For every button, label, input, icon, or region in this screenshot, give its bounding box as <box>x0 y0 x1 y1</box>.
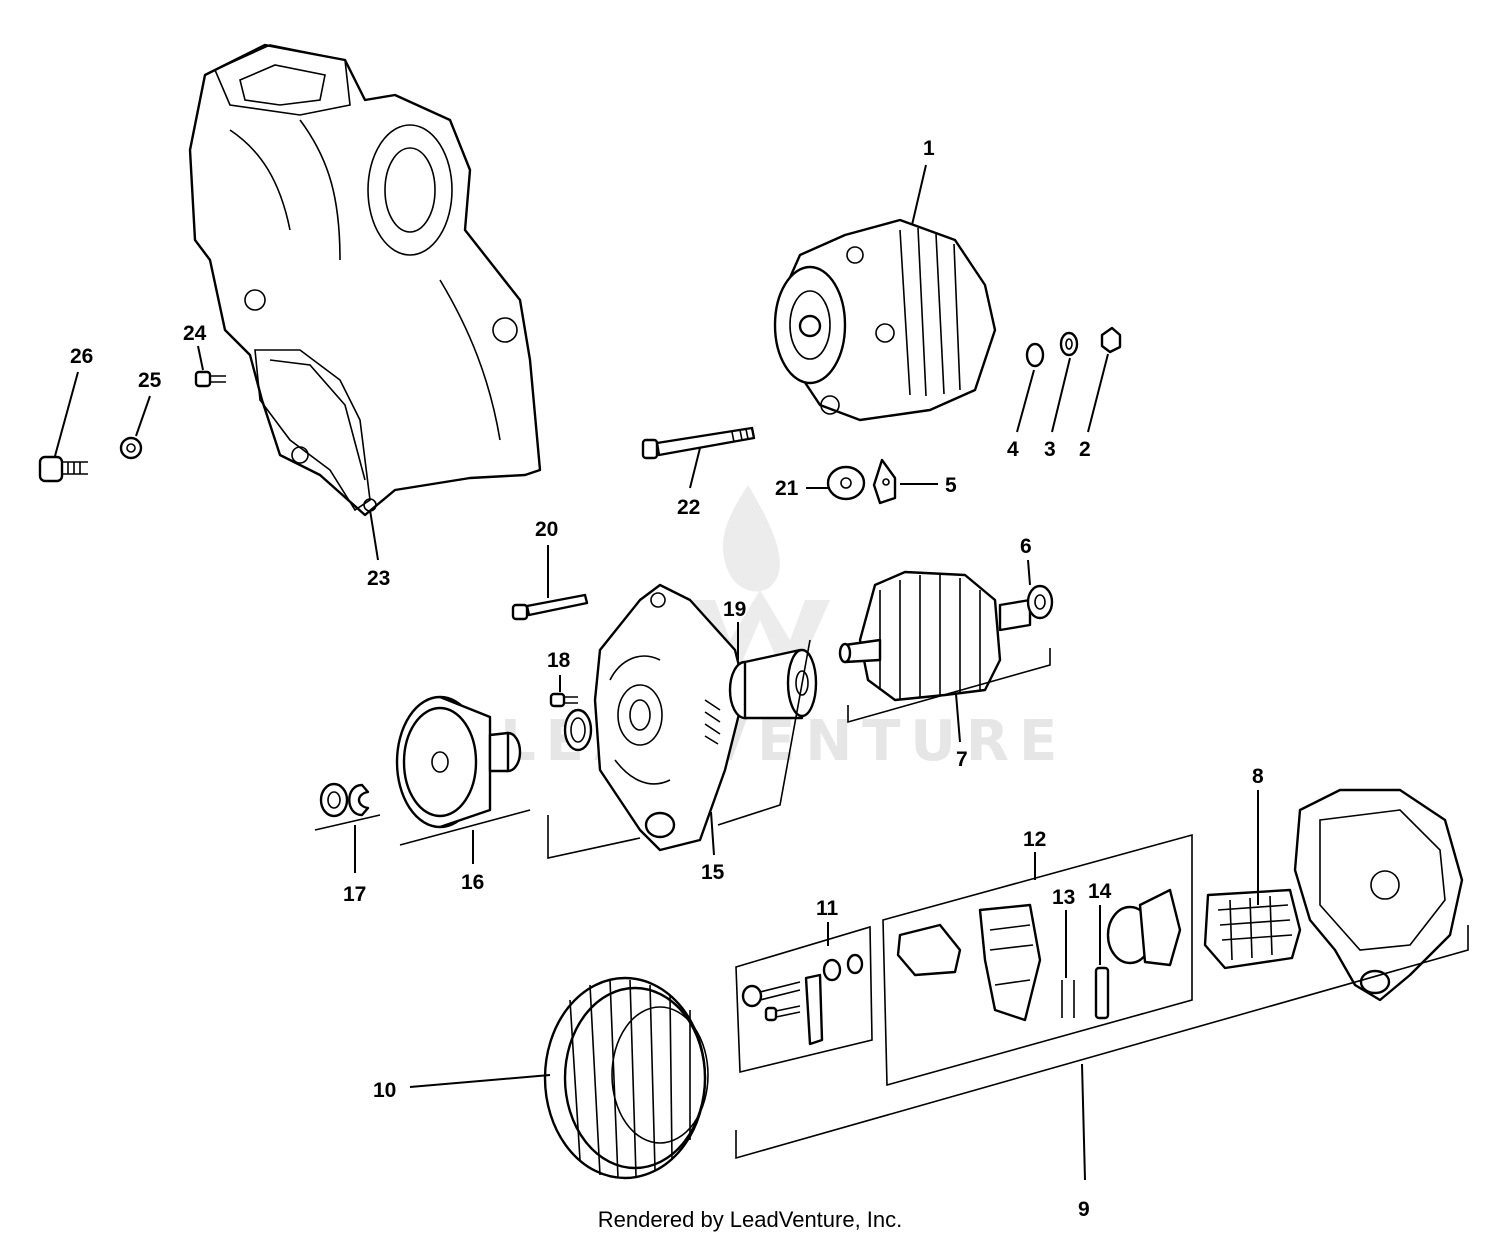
bolt-26 <box>38 455 88 483</box>
ic-regulator <box>1106 888 1182 967</box>
bolt-20 <box>511 593 589 621</box>
terminal-hardware-11 <box>741 953 864 1046</box>
callout-7: 7 <box>956 748 968 771</box>
callout-5: 5 <box>945 474 957 497</box>
rear-end-frame <box>1293 788 1464 1002</box>
bracket-5 <box>872 458 897 505</box>
bolt-22 <box>641 426 756 460</box>
footer-credit-text: Rendered by LeadVenture, Inc. <box>597 1207 903 1232</box>
spring-14 <box>1094 966 1110 1020</box>
callout-13: 13 <box>1052 886 1075 909</box>
callout-6: 6 <box>1020 535 1032 558</box>
callout-26: 26 <box>70 345 93 368</box>
callout-1: 1 <box>923 137 935 160</box>
nut-2 <box>1100 326 1122 354</box>
rectifier-8 <box>1203 888 1302 970</box>
callout-2: 2 <box>1079 438 1091 461</box>
footer-credit: Rendered by LeadVenture, Inc. <box>0 1207 1500 1233</box>
washer-25 <box>119 436 143 460</box>
callout-19: 19 <box>723 598 746 621</box>
washer-21 <box>826 465 866 501</box>
callout-20: 20 <box>535 518 558 541</box>
callout-25: 25 <box>138 369 162 392</box>
callout-9: 9 <box>1078 1198 1090 1221</box>
watermark-text: LEADVENTURE <box>500 709 1067 774</box>
bearing-19 <box>728 648 818 720</box>
callout-8: 8 <box>1252 765 1264 788</box>
washer-4 <box>1025 342 1045 368</box>
pulley-16 <box>395 695 522 829</box>
callout-16: 16 <box>461 871 484 894</box>
bolt-24 <box>194 370 226 388</box>
callout-12: 12 <box>1023 828 1046 851</box>
callout-11: 11 <box>816 897 839 920</box>
gear-case-housing <box>188 43 542 517</box>
callout-23: 23 <box>367 567 390 590</box>
callout-10: 10 <box>373 1079 396 1102</box>
alternator-assembly <box>773 218 997 422</box>
stator-10 <box>543 976 709 1180</box>
bearing-6 <box>1026 584 1054 620</box>
drive-end-frame <box>593 583 747 852</box>
brush-holder-12 <box>896 903 1042 1022</box>
callout-24: 24 <box>183 322 207 345</box>
brush-13 <box>1061 980 1075 1018</box>
callout-3: 3 <box>1044 438 1056 461</box>
callout-14: 14 <box>1088 880 1112 903</box>
rotor-7 <box>838 570 1032 702</box>
callout-18: 18 <box>547 649 571 672</box>
callout-labels: 1 2 3 4 5 6 7 8 9 10 11 12 13 14 15 16 1… <box>70 137 1264 1221</box>
lock-washer-3 <box>1059 331 1079 357</box>
nut-17 <box>319 782 370 818</box>
callout-15: 15 <box>701 861 725 884</box>
callout-22: 22 <box>677 496 700 519</box>
callout-4: 4 <box>1007 438 1019 461</box>
callout-21: 21 <box>775 477 799 500</box>
screw-18 <box>549 692 578 708</box>
washer-retainer <box>563 708 593 752</box>
callout-17: 17 <box>343 883 366 906</box>
